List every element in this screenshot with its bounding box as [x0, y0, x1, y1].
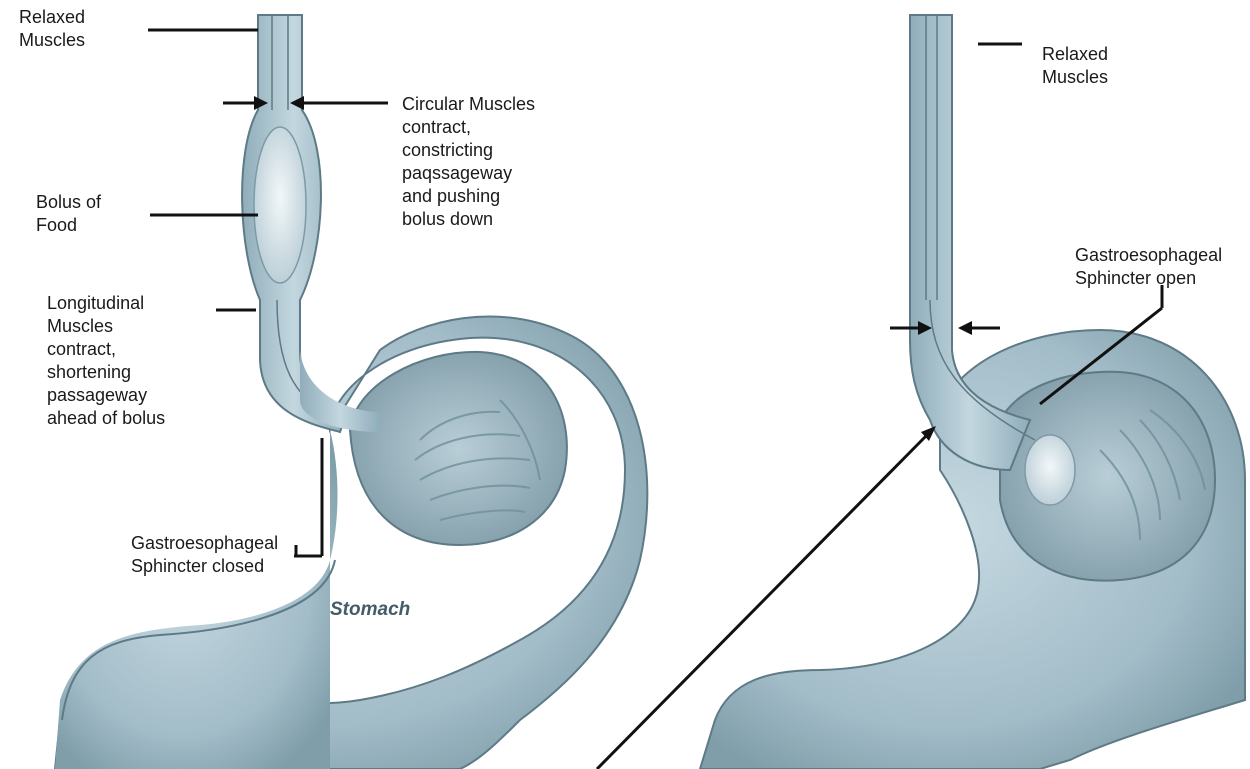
label-bolus-of-food: Bolus of Food — [36, 191, 101, 237]
bolus-of-food — [254, 127, 306, 283]
label-sphincter-closed: Gastroesophageal Sphincter closed — [131, 532, 278, 578]
stomach-label: Stomach — [330, 599, 410, 620]
left-esophagus — [242, 15, 380, 432]
label-relaxed-muscles-left: Relaxed Muscles — [19, 6, 85, 52]
label-circular-muscles: Circular Muscles contract, constricting … — [402, 93, 535, 231]
bolus-at-sphincter — [1025, 435, 1075, 505]
label-longitudinal-muscles: Longitudinal Muscles contract, shortenin… — [47, 292, 165, 430]
label-relaxed-muscles-right: Relaxed Muscles — [1042, 43, 1108, 89]
left-circular-arrows — [223, 96, 388, 110]
label-sphincter-open: Gastroesophageal Sphincter open — [1075, 244, 1222, 290]
